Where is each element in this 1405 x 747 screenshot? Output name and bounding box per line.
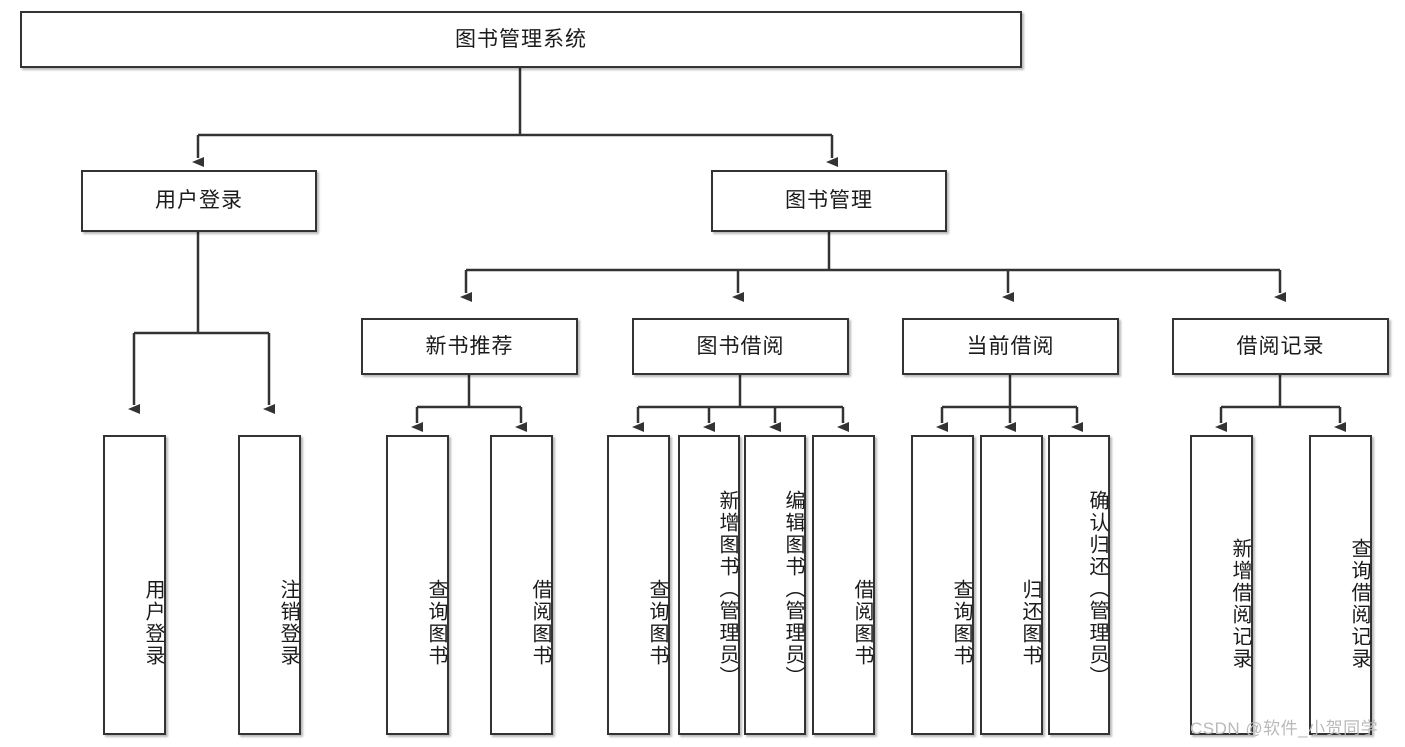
leaf-borrow-edit-book-admin[interactable]: 编辑图书（管理员） [744,435,806,735]
node-current-borrow[interactable]: 当前借阅 [902,318,1119,375]
leaf-records-query-record[interactable]: 查询借阅记录 [1309,435,1372,735]
leaf-current-return-book[interactable]: 归还图书 [980,435,1043,735]
leaf-new-books-borrow[interactable]: 借阅图书 [490,435,553,735]
node-root-system[interactable]: 图书管理系统 [20,11,1022,68]
leaf-borrow-add-book-admin[interactable]: 新增图书（管理员） [678,435,740,735]
leaf-new-books-query[interactable]: 查询图书 [386,435,449,735]
leaf-user-login-login[interactable]: 用户登录 [103,435,166,735]
leaf-current-query-book[interactable]: 查询图书 [911,435,974,735]
leaf-records-add-record[interactable]: 新增借阅记录 [1190,435,1253,735]
leaf-borrow-query-book[interactable]: 查询图书 [607,435,670,735]
node-new-book-recommend[interactable]: 新书推荐 [361,318,578,375]
csdn-watermark: CSDN @软件_小贺同学 [1190,719,1379,738]
leaf-current-confirm-return-admin[interactable]: 确认归还（管理员） [1048,435,1110,735]
node-user-login[interactable]: 用户登录 [81,170,317,232]
leaf-borrow-borrow-book[interactable]: 借阅图书 [812,435,875,735]
leaf-user-login-logout[interactable]: 注销登录 [238,435,301,735]
node-book-management[interactable]: 图书管理 [711,170,947,232]
node-borrow-records[interactable]: 借阅记录 [1172,318,1389,375]
node-book-borrow[interactable]: 图书借阅 [632,318,849,375]
